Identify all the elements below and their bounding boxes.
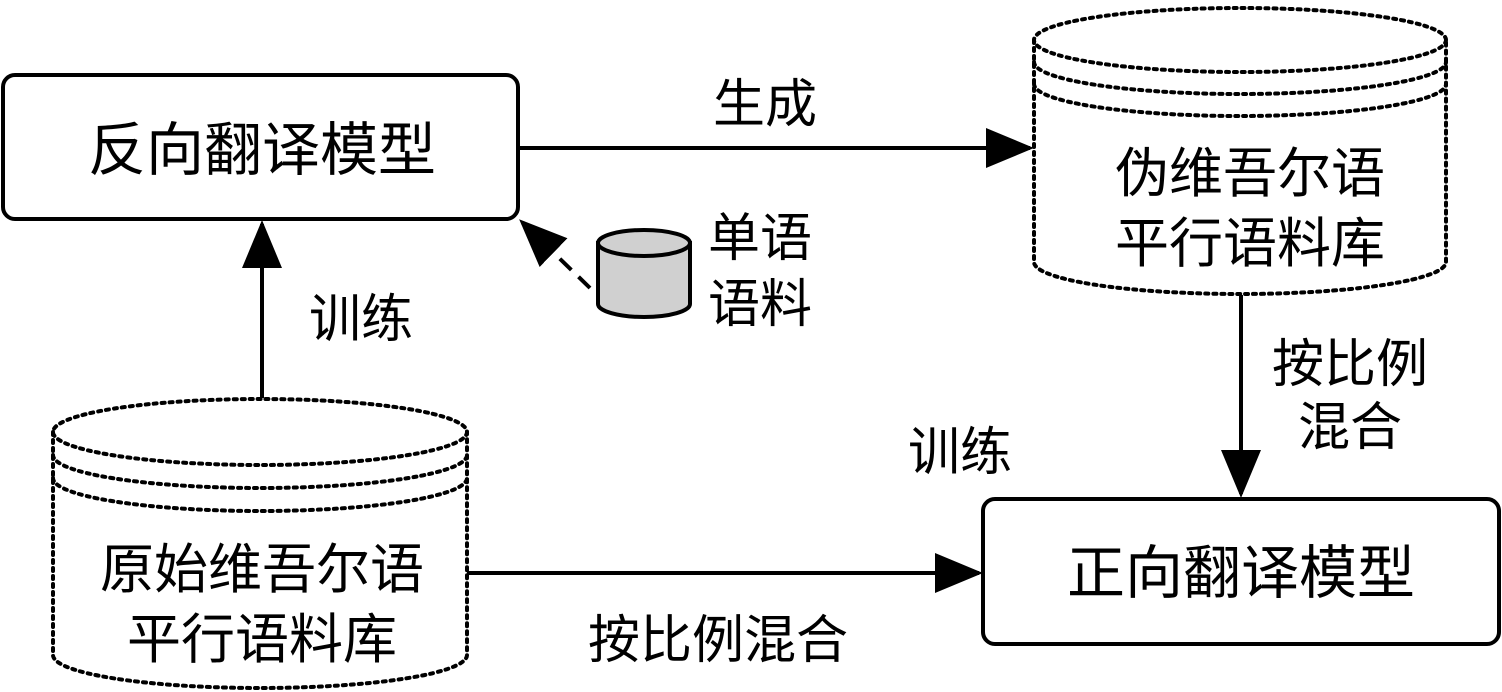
monolingual-corpus-label-line2: 语料 [708,275,812,335]
pseudo-corpus-label-line2: 平行语料库 [1115,212,1385,275]
train-forward-model-label: 训练 [908,423,1012,483]
train-back-model-label: 训练 [309,290,413,350]
forward-translation-model-node: 正向翻译模型 [981,497,1501,646]
mix-pseudo-label-line2: 混合 [1298,398,1402,458]
mix-pseudo-label-line1: 按比例 [1272,335,1428,395]
back-translation-model-node: 反向翻译模型 [1,73,520,221]
back-translation-model-label: 反向翻译模型 [88,116,436,184]
generate-label: 生成 [713,75,817,135]
pseudo-corpus-label-line1: 伪维吾尔语 [1115,142,1385,205]
forward-translation-model-label: 正向翻译模型 [1067,539,1415,607]
original-corpus-label-line1: 原始维吾尔语 [100,538,424,601]
pseudo-corpus-database-icon [1032,6,1448,296]
monolingual-corpus-database-icon [596,228,692,319]
monolingual-corpus-label-line1: 单语 [708,209,812,269]
original-corpus-database-icon [51,397,469,690]
monolingual-to-back-model-arrow [519,219,592,290]
mix-original-label: 按比例混合 [588,611,848,671]
original-corpus-label-line2: 平行语料库 [127,608,397,671]
